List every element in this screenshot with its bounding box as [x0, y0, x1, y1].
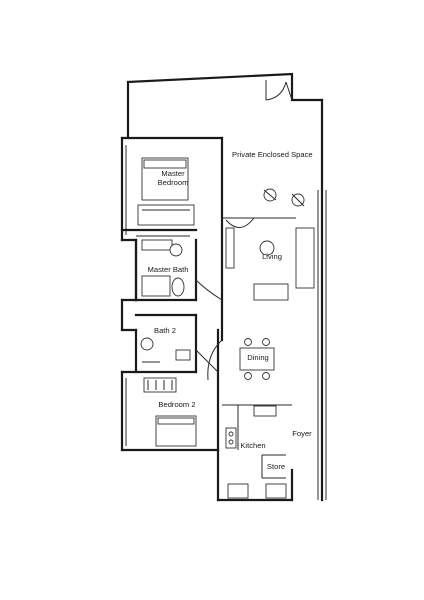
room-labels: Private Enclosed Space Master Bedroom Ma…	[148, 150, 313, 471]
label-living: Living	[262, 252, 282, 261]
patio-furniture	[263, 188, 305, 207]
interior-partitions	[120, 217, 296, 479]
label-store: Store	[267, 462, 285, 471]
label-master-bath: Master Bath	[148, 265, 189, 274]
label-foyer: Foyer	[292, 429, 312, 438]
label-master-bedroom-line1: Master	[161, 169, 185, 178]
bedroom-2-furniture	[143, 377, 197, 447]
kitchen-fixtures	[225, 405, 287, 499]
label-dining: Dining	[247, 353, 269, 362]
master-bath-fixtures	[141, 239, 185, 297]
doors	[195, 80, 293, 381]
label-kitchen: Kitchen	[240, 441, 265, 450]
master-bedroom-furniture	[137, 157, 195, 226]
label-bedroom-2: Bedroom 2	[158, 400, 195, 409]
bath-2-fixtures	[140, 337, 191, 363]
label-bath-2: Bath 2	[154, 326, 176, 335]
label-master-bedroom-line2: Bedroom	[158, 178, 189, 187]
label-private-enclosed-space: Private Enclosed Space	[232, 150, 313, 159]
dining-furniture	[239, 338, 275, 380]
living-furniture	[225, 227, 315, 301]
